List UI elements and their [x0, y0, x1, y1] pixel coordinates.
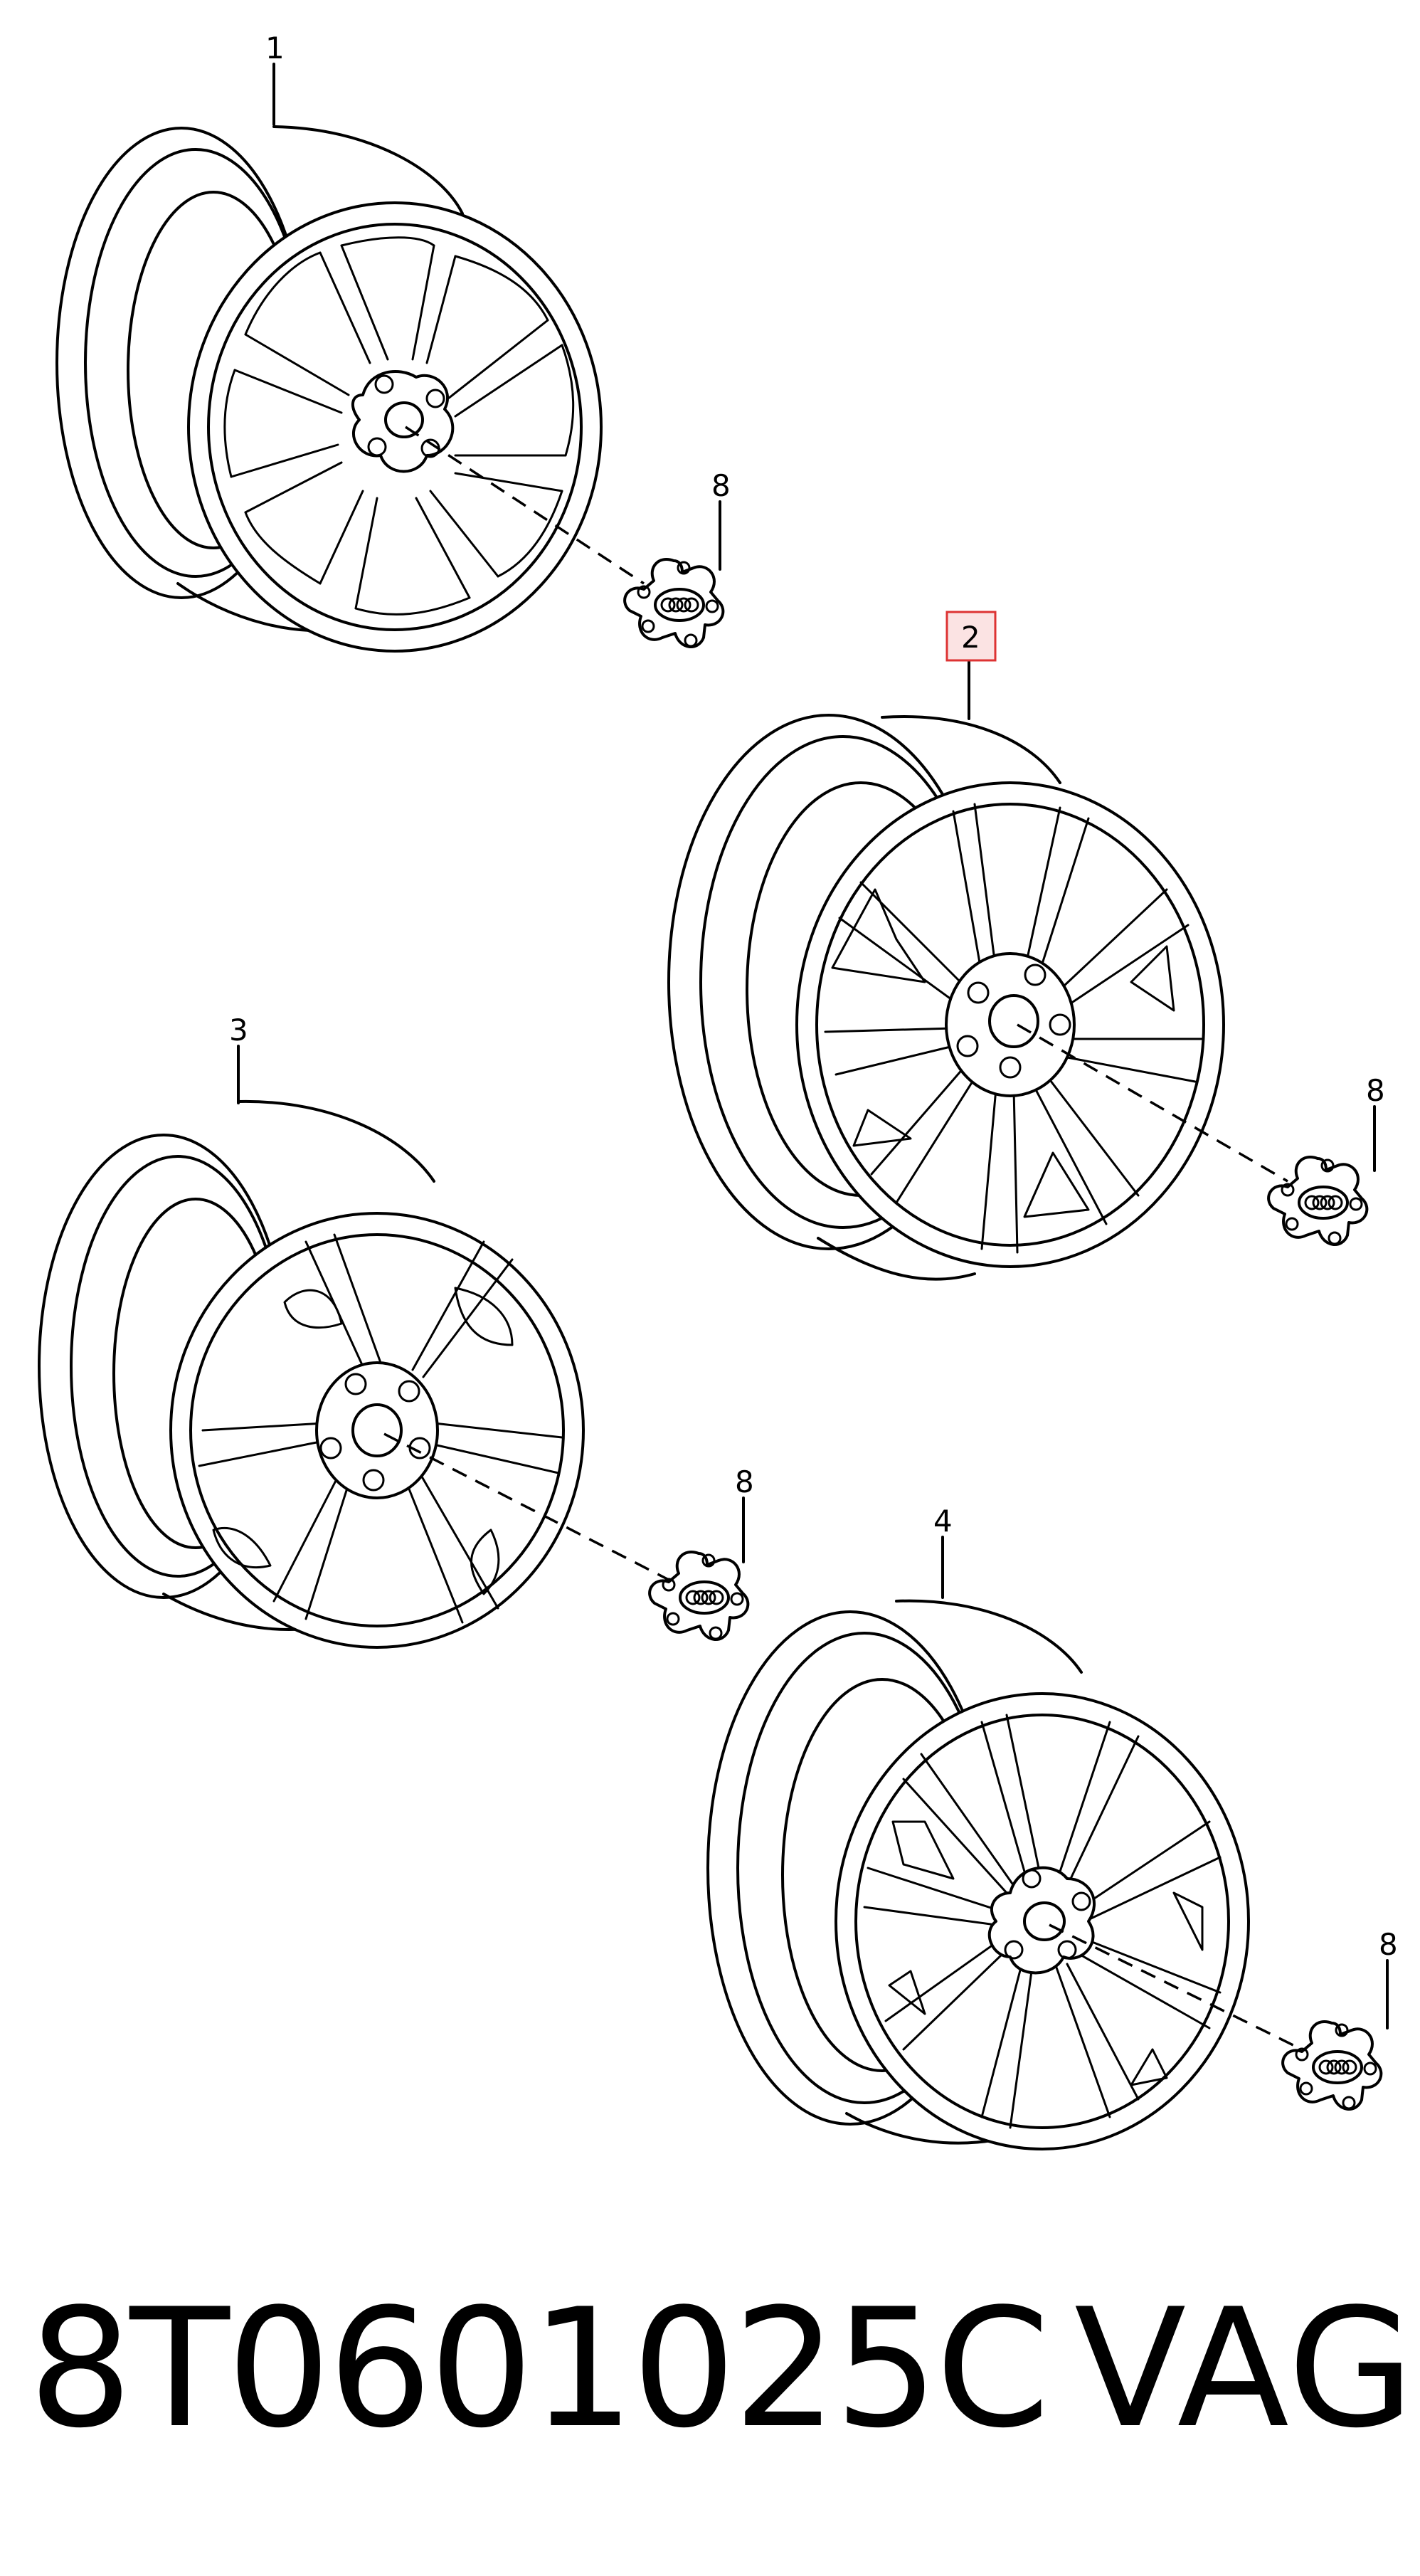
- callout-wheel-4: 4: [933, 1504, 953, 1538]
- parts-diagram: 1 2 3 4 8 8 8 8: [38, 31, 1398, 2150]
- center-cap-icon: [1281, 2020, 1383, 2111]
- wheel-2: [667, 660, 1225, 1281]
- callout-wheel-2: 2: [961, 620, 980, 655]
- wheel-4-cap-leader: [1049, 1923, 1303, 2051]
- wheel-3: [38, 1045, 585, 1649]
- brand-label: VAG: [1074, 2274, 1416, 2464]
- wheel-3-cap-leader: [383, 1432, 669, 1581]
- part-number: 8T0601025C: [28, 2274, 1050, 2464]
- callout-cap-a: 8: [711, 468, 731, 503]
- callout-cap-b: 8: [1366, 1073, 1385, 1108]
- footer: 8T0601025C VAG: [28, 2274, 1414, 2464]
- wheel-1-cap-leader: [405, 426, 645, 585]
- callout-wheel-1: 1: [265, 31, 285, 65]
- callout-cap-c: 8: [735, 1464, 754, 1499]
- wheel-2-cap-leader: [1017, 1023, 1288, 1183]
- callout-highlight-box: [945, 611, 997, 662]
- center-cap-icon: [1267, 1156, 1369, 1246]
- center-cap-icon: [623, 558, 725, 648]
- wheel-4: [706, 1536, 1250, 2150]
- callout-cap-d: 8: [1379, 1927, 1398, 1962]
- wheel-1: [55, 63, 603, 653]
- callout-wheel-3: 3: [229, 1013, 248, 1047]
- center-cap-icon: [648, 1551, 750, 1641]
